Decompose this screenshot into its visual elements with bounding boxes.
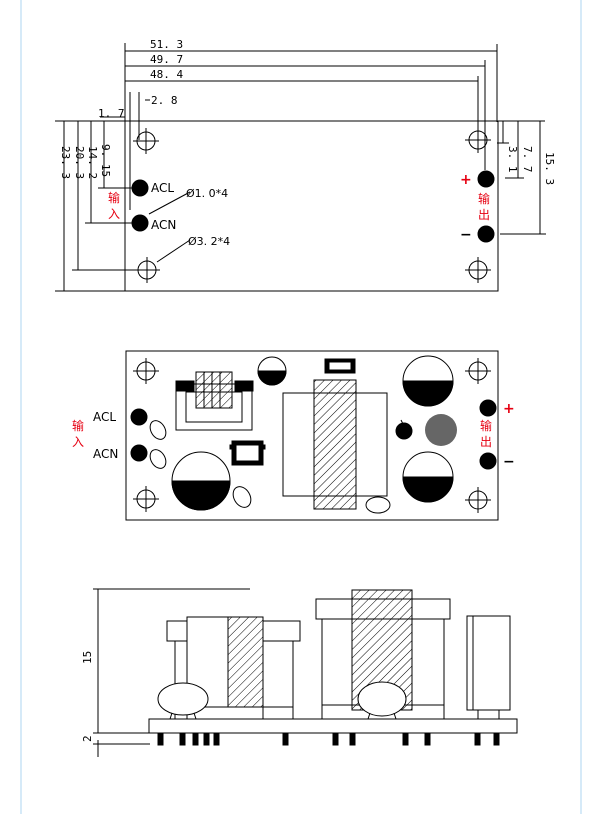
side-varistor-left bbox=[157, 682, 209, 720]
mount-hole-leader bbox=[156, 239, 191, 263]
top-view-labels: 51. 3 49. 7 48. 4 2. 8 1. 7 23. 3 20. 3 … bbox=[59, 38, 556, 248]
dim-48-4: 48. 4 bbox=[150, 68, 183, 81]
mid-mount-hole-bottom-right bbox=[465, 487, 491, 513]
dim-51-3: 51. 3 bbox=[150, 38, 183, 51]
smd-component bbox=[324, 358, 356, 374]
output-label-char-1: 输 bbox=[478, 191, 490, 206]
mid-pin-minus bbox=[479, 452, 497, 470]
mid-output-char-1: 输 bbox=[480, 418, 492, 433]
side-capacitor bbox=[466, 615, 511, 719]
mid-pin-plus bbox=[479, 399, 497, 417]
top-view bbox=[55, 43, 546, 292]
small-oval-2 bbox=[365, 496, 391, 514]
dim-height-15: 15 bbox=[81, 651, 94, 664]
mid-plus-sign: + bbox=[503, 401, 515, 417]
gray-disc-component bbox=[425, 414, 457, 446]
top-dimension-lines bbox=[100, 43, 498, 210]
mid-input-char-2: 入 bbox=[72, 435, 84, 449]
mid-label-acl: ACL bbox=[93, 410, 116, 424]
mid-label-acn: ACN bbox=[93, 447, 118, 461]
mid-output-char-2: 出 bbox=[480, 435, 492, 449]
dim-9-15: 9. 15 bbox=[99, 144, 112, 177]
side-view bbox=[93, 588, 518, 757]
mount-hole-top-right bbox=[465, 127, 491, 153]
mid-pin-acl bbox=[130, 408, 148, 426]
mid-mount-hole-bottom-left bbox=[133, 486, 159, 512]
side-view-labels: 15 2 bbox=[81, 651, 94, 742]
input-capacitor bbox=[171, 451, 231, 511]
output-label-char-2: 出 bbox=[478, 208, 490, 222]
pin-minus bbox=[477, 225, 495, 243]
middle-view-labels: ACL ACN 输 入 输 出 + − bbox=[72, 401, 515, 470]
output-capacitor-bottom bbox=[402, 451, 454, 503]
dim-3-1: 3. 1 bbox=[506, 146, 519, 173]
pin-acn bbox=[131, 214, 149, 232]
right-dimension-lines bbox=[478, 120, 546, 235]
dim-2-8: 2. 8 bbox=[151, 94, 178, 107]
plus-sign: + bbox=[460, 172, 472, 188]
dim-23-3: 23. 3 bbox=[59, 146, 72, 179]
mid-input-char-1: 输 bbox=[72, 418, 84, 433]
callout-mount-hole: Ø3. 2*4 bbox=[188, 235, 230, 248]
mount-hole-top-left bbox=[133, 128, 159, 154]
side-varistor-right bbox=[357, 681, 407, 720]
input-label-char-2: 入 bbox=[108, 207, 120, 221]
mount-hole-bottom-left bbox=[134, 257, 160, 283]
varistor-2 bbox=[149, 449, 167, 469]
pin-hole-leader bbox=[148, 191, 191, 215]
side-pcb bbox=[148, 718, 518, 734]
mid-mount-hole-top-right bbox=[465, 358, 491, 384]
small-oval-1 bbox=[232, 486, 252, 508]
dim-14-2: 14. 2 bbox=[86, 146, 99, 179]
mid-mount-hole-top-left bbox=[133, 358, 159, 384]
middle-view bbox=[125, 350, 499, 521]
dim-1-7: 1. 7 bbox=[98, 107, 125, 120]
callout-pin-hole: Ø1. 0*4 bbox=[186, 187, 228, 200]
side-pins bbox=[157, 732, 500, 746]
label-acl: ACL bbox=[151, 181, 174, 195]
small-capacitor bbox=[257, 356, 287, 386]
output-capacitor-top bbox=[402, 355, 454, 407]
label-acn: ACN bbox=[151, 218, 176, 232]
small-black-component bbox=[395, 422, 413, 440]
input-label-char-1: 输 bbox=[108, 190, 120, 205]
mid-pin-acn bbox=[130, 444, 148, 462]
top-view-board bbox=[124, 120, 499, 292]
dim-15-3: 15. 3 bbox=[543, 152, 556, 185]
bridge-rectifier bbox=[229, 440, 266, 466]
common-mode-choke bbox=[175, 371, 254, 431]
transformer bbox=[282, 379, 388, 510]
minus-sign: − bbox=[460, 227, 472, 243]
dim-7-7: 7. 7 bbox=[521, 146, 534, 173]
dim-pin-2: 2 bbox=[81, 735, 94, 742]
mount-hole-bottom-right bbox=[465, 257, 491, 283]
pin-acl bbox=[131, 179, 149, 197]
middle-view-board bbox=[125, 350, 499, 521]
pin-plus bbox=[477, 170, 495, 188]
varistor-1 bbox=[149, 420, 167, 440]
mid-minus-sign: − bbox=[503, 454, 515, 470]
dim-49-7: 49. 7 bbox=[150, 53, 183, 66]
dim-20-3: 20. 3 bbox=[73, 146, 86, 179]
